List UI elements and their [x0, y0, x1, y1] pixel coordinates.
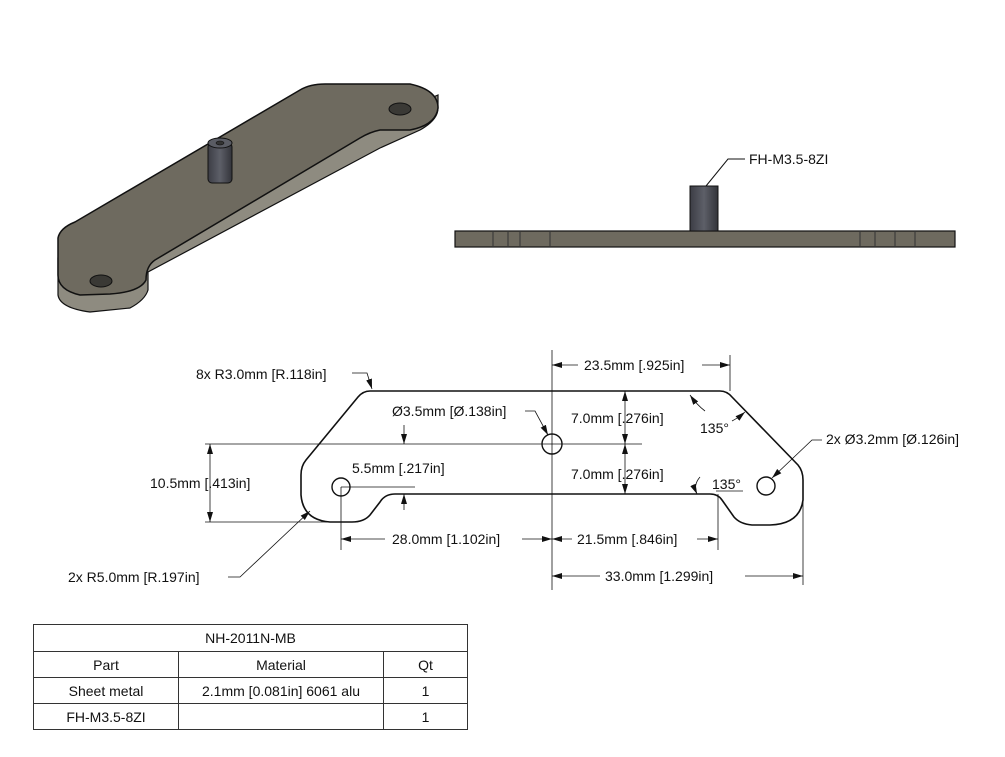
cell-material [178, 703, 384, 730]
cell-material: 2.1mm [0.081in] 6061 alu [178, 677, 384, 704]
header-part: Part [33, 651, 179, 678]
lower-offset-label: 7.0mm [.276in] [571, 466, 664, 482]
bom-header-row: Part Material Qt [33, 651, 468, 678]
cell-qty: 1 [383, 677, 468, 704]
center-hole-label: Ø3.5mm [Ø.138in] [392, 403, 506, 419]
right-overall-label: 33.0mm [1.299in] [605, 568, 713, 584]
table-row: Sheet metal 2.1mm [0.081in] 6061 alu 1 [33, 677, 468, 704]
header-material: Material [178, 651, 384, 678]
cell-part: Sheet metal [33, 677, 179, 704]
bom-title: NH-2011N-MB [33, 624, 468, 652]
angle-top-label: 135° [700, 420, 729, 436]
header-qty: Qt [383, 651, 468, 678]
corner-radius-label: 8x R3.0mm [R.118in] [196, 366, 326, 382]
side-view: FH-M3.5-8ZI [454, 151, 956, 248]
top-width-label: 23.5mm [.925in] [584, 357, 684, 373]
fastener-callout: FH-M3.5-8ZI [749, 151, 828, 167]
upper-offset-label: 7.0mm [.276in] [571, 410, 664, 426]
left-span-label: 28.0mm [1.102in] [392, 531, 500, 547]
hole-offset-label: 5.5mm [.217in] [352, 460, 445, 476]
isometric-view [57, 83, 439, 313]
flat-view [205, 350, 822, 590]
cell-qty: 1 [383, 703, 468, 730]
right-span-label: 21.5mm [.846in] [577, 531, 677, 547]
cell-part: FH-M3.5-8ZI [33, 703, 179, 730]
bill-of-materials: NH-2011N-MB Part Material Qt Sheet metal… [33, 624, 468, 730]
overall-height-label: 10.5mm [.413in] [150, 475, 250, 491]
dimension-labels: 8x R3.0mm [R.118in] 23.5mm [.925in] Ø3.5… [68, 357, 959, 585]
table-row: FH-M3.5-8ZI 1 [33, 703, 468, 730]
angle-bottom-label: 135° [712, 476, 741, 492]
end-holes-label: 2x Ø3.2mm [Ø.126in] [826, 431, 959, 447]
bend-radius-label: 2x R5.0mm [R.197in] [68, 569, 200, 585]
